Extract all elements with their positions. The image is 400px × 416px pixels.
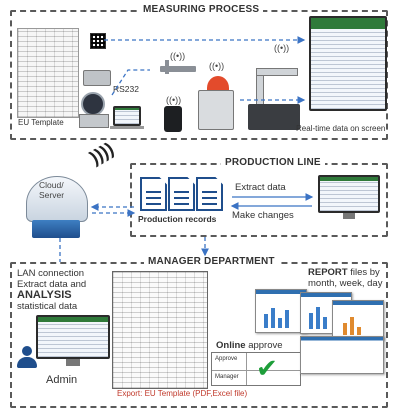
online-approve-label: Online approve (216, 340, 283, 351)
realtime-monitor (309, 16, 387, 111)
production-line-title: PRODUCTION LINE (221, 157, 325, 168)
measuring-process-title: MEASURING PROCESS (139, 4, 264, 15)
checkmark-icon: ✔ (256, 353, 278, 383)
report-file-3 (332, 300, 384, 340)
manager-department-title: MANAGER DEPARTMENT (144, 256, 279, 267)
online-rest: approve (245, 340, 283, 351)
lan-analysis: ANALYSIS (17, 289, 72, 301)
document-icon (196, 177, 223, 211)
make-changes-label: Make changes (232, 210, 294, 221)
wifi-icon: ((•)) (209, 61, 225, 71)
laptop (113, 106, 141, 126)
document-icon (168, 177, 195, 211)
wifi-icon: ((•)) (166, 95, 182, 105)
extract-data-label: Extract data (235, 182, 286, 193)
caliper-icon (160, 66, 196, 72)
report-line-2: month, week, day (308, 278, 383, 289)
cmm-machine (248, 68, 300, 130)
document-icon (140, 177, 167, 211)
report-rest: files by (347, 267, 380, 278)
eu-template-sheet (17, 28, 79, 118)
scale-device (83, 70, 111, 86)
realtime-label: Real-time data on screen (296, 124, 386, 133)
eu-template-form (112, 271, 208, 389)
online-bold: Online (216, 340, 246, 351)
manager-row: Manager (215, 374, 239, 380)
admin-label: Admin (46, 374, 78, 386)
cloud-icon (26, 176, 88, 238)
eu-template-label: EU Template (18, 118, 64, 127)
person-icon (17, 346, 37, 368)
report-bold: REPORT (308, 267, 348, 278)
admin-monitor (36, 315, 110, 359)
wifi-icon: ((•)) (170, 51, 186, 61)
remote-device (164, 106, 182, 132)
rs232-label: RS232 (113, 84, 139, 94)
report-file-4 (300, 336, 384, 374)
production-records-label: Production records (138, 214, 217, 224)
export-label: Export: EU Template (PDF,Excel file) (117, 389, 248, 398)
lan-connection-text: LAN connection Extract data and ANALYSIS… (17, 268, 86, 312)
report-file-1 (255, 289, 307, 333)
lan-line-1: LAN connection (17, 268, 85, 279)
profile-projector (79, 92, 109, 128)
lan-line-2: Extract data and (17, 279, 87, 290)
hardness-tester (198, 90, 234, 130)
production-monitor (318, 175, 380, 213)
qr-code-icon (90, 33, 106, 49)
approve-row: Approve (215, 356, 238, 362)
wifi-icon: ((•)) (274, 43, 290, 53)
cloud-server-label: Cloud/ Server (39, 180, 65, 200)
lan-line-3: statistical data (17, 301, 78, 312)
report-label: REPORT files by month, week, day (308, 267, 382, 289)
